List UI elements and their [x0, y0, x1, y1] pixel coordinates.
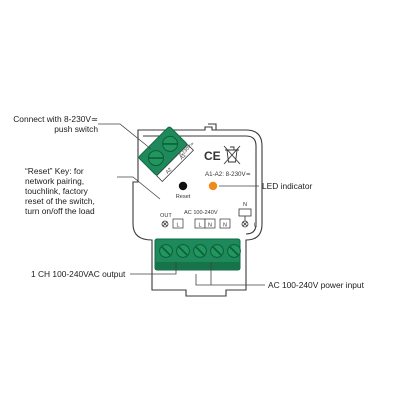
reset-key-callout-line-5: turn on/off the load	[25, 206, 95, 216]
reset-key-callout-line-2: network pairing,	[25, 176, 85, 186]
weee-bin-icon	[223, 145, 241, 165]
reset-key-callout: “Reset” Key: for network pairing, touchl…	[25, 166, 120, 216]
terminal-label-n1: N	[208, 223, 212, 229]
l-label: L	[254, 223, 257, 229]
callout-lines	[98, 123, 265, 286]
terminal-label-boxes	[172, 218, 231, 229]
terminal-label-l1: L	[177, 223, 180, 229]
reset-button[interactable]	[178, 181, 188, 191]
reset-key-callout-line-4: reset of the switch,	[25, 196, 95, 206]
led-indicator-callout: LED indicator	[262, 181, 313, 191]
reset-label: Reset	[176, 194, 191, 200]
push-switch-callout-line-2: push switch	[54, 124, 98, 134]
push-switch-callout-line-1: Connect with 8-230V≃	[13, 114, 98, 124]
ac-voltage-label: AC 100-240V	[184, 210, 218, 216]
fuse-symbol-icon	[238, 208, 252, 217]
cross-terminal-icon	[241, 220, 249, 228]
terminal-label-a2: A2	[165, 167, 174, 176]
out-label: OUT	[160, 213, 172, 219]
device-housing	[132, 123, 263, 297]
reset-key-callout-line-1: “Reset” Key: for	[25, 166, 84, 176]
out-symbol-icon	[161, 220, 169, 228]
reset-key-callout-line-3: touchlink, factory	[25, 186, 88, 196]
terminal-label-a1: A1	[179, 153, 188, 162]
ce-mark: CE	[204, 149, 221, 163]
terminal-label-l2: L	[199, 223, 202, 229]
output-callout: 1 CH 100-240VAC output	[31, 269, 126, 279]
led-indicator	[208, 181, 218, 191]
output-terminal-block	[154, 238, 241, 271]
push-switch-callout: Connect with 8-230V≃ push switch	[6, 114, 98, 134]
terminal-label-n2: N	[223, 223, 227, 229]
push-switch-terminal-block: A2 A1	[138, 126, 194, 182]
rating-text: A1-A2: 8-230V≃	[205, 171, 251, 178]
n-label: N	[243, 202, 247, 208]
power-input-callout: AC 100-240V power input	[268, 280, 364, 290]
